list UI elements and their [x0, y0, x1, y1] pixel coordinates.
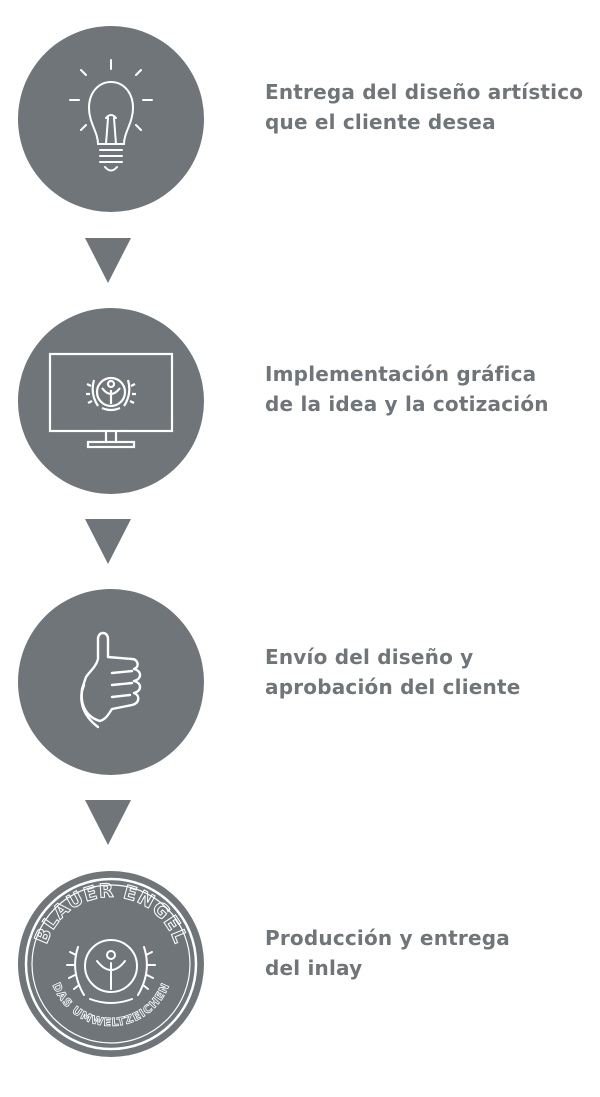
step-3-line-1: Envío del diseño y [265, 645, 474, 669]
step-1-circle [18, 26, 204, 212]
arrow-down-icon [85, 800, 131, 845]
step-1-line-2: que el cliente desea [265, 110, 496, 134]
step-2-line-1: Implementación gráfica [265, 362, 537, 386]
arrow-down-icon [85, 519, 131, 564]
step-2-circle [18, 308, 204, 494]
step-2-line-2: de la idea y la cotización [265, 392, 549, 416]
svg-text:BLAUER ENGEL: BLAUER ENGEL [31, 880, 192, 947]
step-1-label: Entrega del diseño artístico que el clie… [265, 77, 583, 137]
step-1-line-1: Entrega del diseño artístico [265, 80, 584, 104]
seal-top-text: BLAUER ENGEL [30, 879, 191, 947]
step-4-line-2: del inlay [265, 956, 363, 980]
step-4-line-1: Producción y entrega [265, 926, 510, 950]
monitor-icon [48, 352, 174, 449]
step-3-label: Envío del diseño y aprobación del client… [265, 642, 520, 702]
thumbs-up-icon [80, 631, 142, 729]
step-3-line-2: aprobación del cliente [265, 675, 521, 699]
blue-angel-seal-icon: BLAUER ENGEL DAS UMWELTZEICHEN [24, 877, 198, 1051]
arrow-down-icon [85, 238, 131, 283]
step-4-circle: BLAUER ENGEL DAS UMWELTZEICHEN [18, 871, 204, 1057]
step-4-label: Producción y entrega del inlay [265, 923, 510, 983]
lightbulb-icon [69, 59, 153, 172]
step-3-circle [18, 589, 204, 775]
step-2-label: Implementación gráfica de la idea y la c… [265, 359, 549, 419]
